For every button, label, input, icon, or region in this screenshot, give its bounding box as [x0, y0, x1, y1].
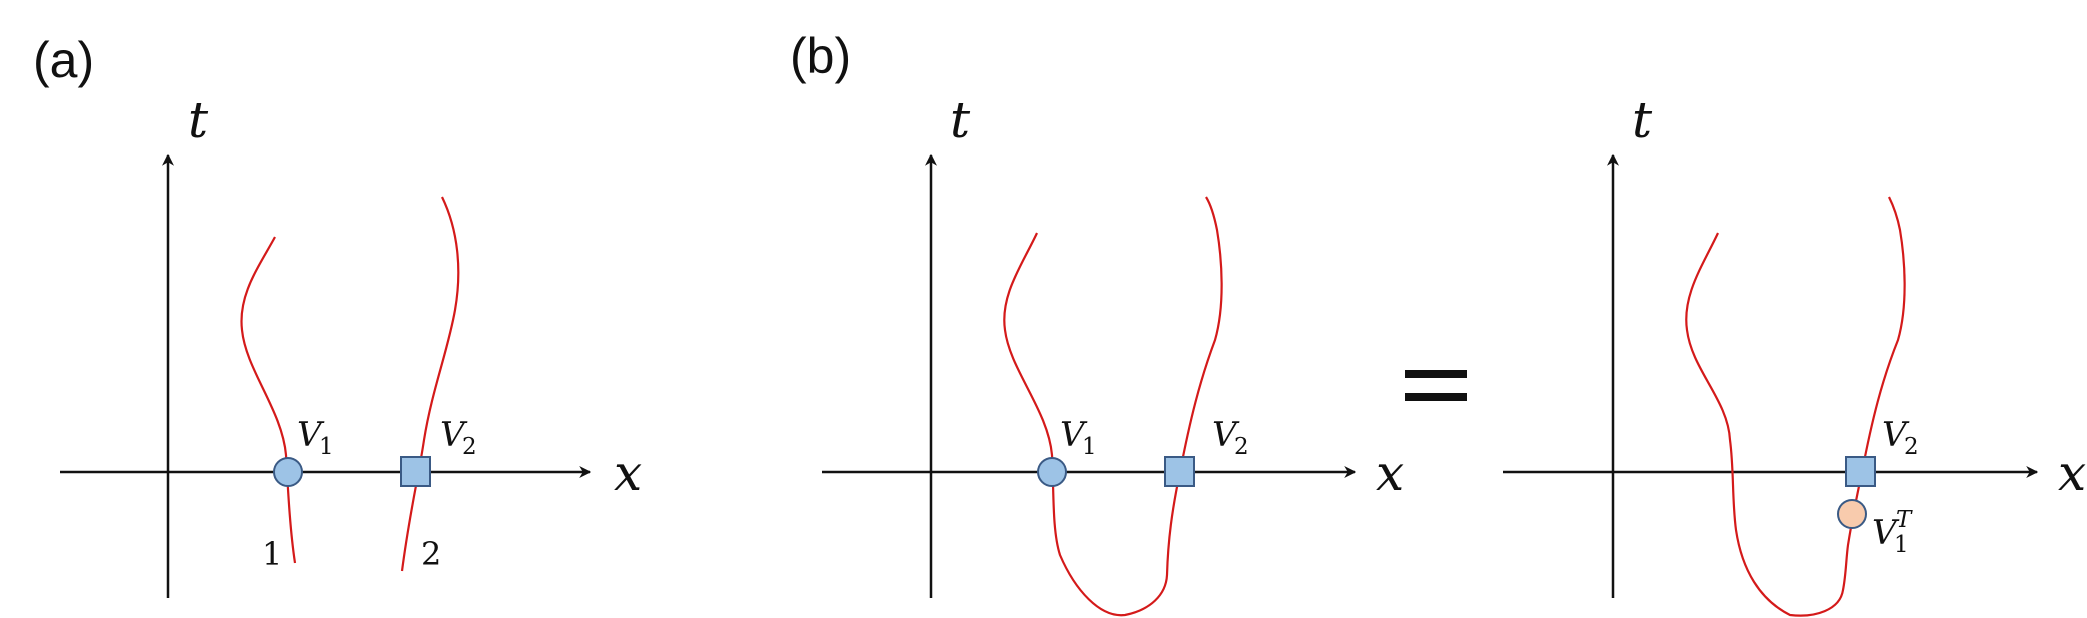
line-number-2: 2: [421, 535, 441, 573]
vertex-v2-square-a: [400, 456, 431, 487]
vertex-v1-circle-b: [1037, 457, 1067, 487]
worldline-2-a: [400, 196, 460, 572]
svg-text:2: 2: [1904, 434, 1919, 460]
svg-text:V: V: [1212, 415, 1240, 455]
v1t-label: V 1 T: [1872, 507, 1913, 558]
worldline-joined-b-right: [1685, 196, 1906, 617]
panel-label-a: (a): [33, 32, 94, 88]
worldline-1-a: [240, 236, 297, 564]
svg-text:V: V: [1060, 415, 1088, 455]
t-axis-label-b-left: t: [950, 91, 971, 149]
panel-label-b: (b): [790, 28, 851, 84]
line-number-1: 1: [262, 535, 282, 573]
svg-text:1: 1: [319, 434, 334, 460]
equals-sign: [1405, 370, 1467, 401]
vertex-v1-circle-a: [273, 457, 303, 487]
x-axis-label-b-left: x: [1376, 444, 1404, 502]
vertex-v1t-circle: [1837, 499, 1867, 529]
svg-text:1: 1: [1082, 434, 1097, 460]
t-axis-label-a: t: [188, 91, 209, 149]
svg-text:V: V: [297, 415, 325, 455]
svg-text:2: 2: [1234, 434, 1249, 460]
x-axis-label-a: x: [614, 444, 642, 502]
panel-a: t x V 1 V 2 1 2: [60, 91, 642, 598]
v2-label-b-left: V 2: [1212, 415, 1249, 460]
worldline-joined-b-left: [1003, 196, 1223, 617]
svg-text:V: V: [440, 415, 468, 455]
svg-text:2: 2: [462, 434, 477, 460]
t-axis-label-b-right: t: [1632, 91, 1653, 149]
panel-b-left: t x V 1 V 2: [822, 91, 1404, 617]
svg-text:T: T: [1896, 507, 1913, 533]
v1-label-a: V 1: [297, 415, 334, 460]
vertex-v2-square-b-right: [1845, 456, 1876, 487]
x-axis-label-b-right: x: [2058, 444, 2086, 502]
v2-label-a: V 2: [440, 415, 477, 460]
v1-label-b: V 1: [1060, 415, 1097, 460]
svg-text:V: V: [1882, 415, 1910, 455]
svg-text:1: 1: [1894, 532, 1909, 558]
svg-text:V: V: [1872, 513, 1900, 553]
v2-label-b-right: V 2: [1882, 415, 1919, 460]
vertex-v2-square-b-left: [1164, 456, 1195, 487]
panel-b-right: t x V 2 V 1 T: [1503, 91, 2086, 617]
